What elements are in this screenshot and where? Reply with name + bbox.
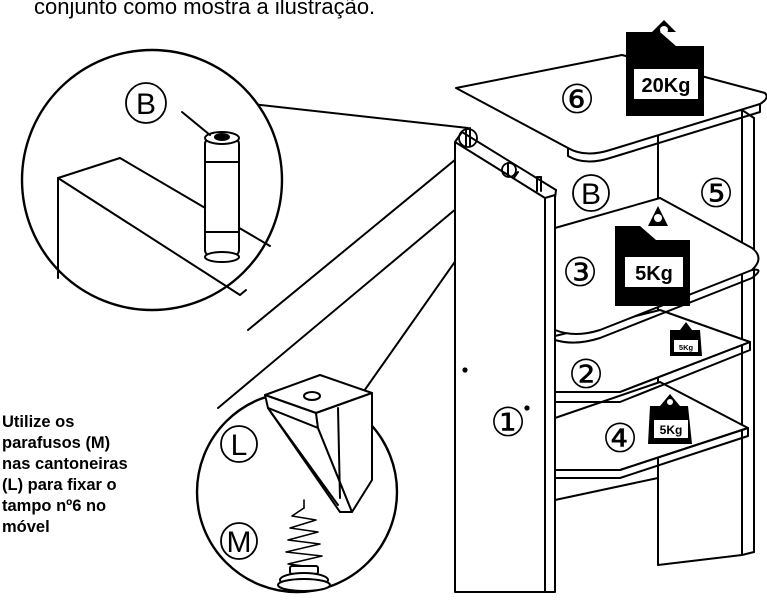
zoom-line-lower-a xyxy=(247,149,468,331)
weight-tag-top: 20Kg xyxy=(626,20,704,116)
screw-instruction-note: Utilize os parafusos (M) nas cantoneiras… xyxy=(2,412,192,538)
weight-label-top: 20Kg xyxy=(642,75,691,97)
callout-back-5: ⑤ xyxy=(698,172,734,216)
zoom-circle-bracket xyxy=(195,374,399,594)
weight-tag-shelf-lower: 5Kg xyxy=(648,394,692,444)
callout-side-1: ① xyxy=(490,401,526,445)
note-line: Utilize os xyxy=(2,413,75,431)
note-line: tampo nº6 no xyxy=(2,497,107,515)
callout-circle-b-zoom xyxy=(125,82,167,124)
callout-l: L xyxy=(231,429,248,462)
callout-top-6: ⑥ xyxy=(559,78,595,122)
callout-b-zoom: B xyxy=(136,88,156,121)
pin-hole-mid xyxy=(501,162,517,178)
zoom-circle-pin xyxy=(20,48,284,312)
callout-circle-b-main xyxy=(572,174,610,212)
screw-m xyxy=(277,499,331,592)
zoom-line-lower-b xyxy=(217,171,501,409)
note-line: nas cantoneiras xyxy=(2,455,128,473)
note-line: (L) para fixar o xyxy=(2,476,117,494)
callout-m: M xyxy=(227,526,252,559)
weight-label-shelf-lower: 5Kg xyxy=(660,423,683,437)
instruction-caption: conjunto como mostra a ilustração. xyxy=(34,0,376,19)
callout-shelf-3: ③ xyxy=(562,251,598,295)
callout-b-main: B xyxy=(581,178,601,211)
pin-hole-left xyxy=(458,127,478,148)
weight-tag-shelf-middle: 5Kg xyxy=(670,322,702,356)
bottom-rail xyxy=(554,477,659,501)
callout-circle-l xyxy=(220,425,258,463)
note-line: móvel xyxy=(2,518,50,536)
weight-label-shelf-upper: 5Kg xyxy=(635,263,673,285)
note-line: parafusos (M) xyxy=(2,434,111,452)
callout-circle-m xyxy=(220,522,258,560)
weight-tag-shelf-upper: 5Kg xyxy=(615,206,690,306)
weight-label-shelf-middle: 5Kg xyxy=(679,343,694,352)
callout-shelf-2: ② xyxy=(568,353,604,397)
pin-right xyxy=(536,176,542,192)
callout-shelf-4: ④ xyxy=(602,417,638,461)
screw-dot-right xyxy=(524,405,530,411)
screw-dot-left xyxy=(462,367,468,373)
side-panel-left xyxy=(454,131,557,593)
side-panel-right xyxy=(544,194,556,593)
